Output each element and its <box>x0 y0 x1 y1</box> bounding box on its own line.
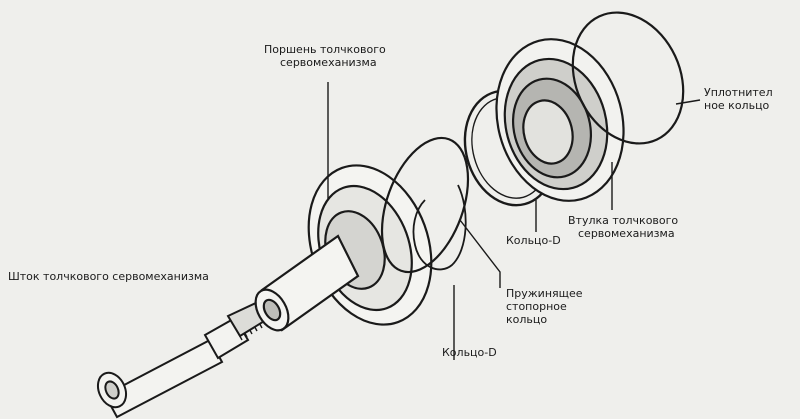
label-piston-line-1: Поршень толчкового <box>264 43 386 56</box>
label-d-ring-upper-line-1: Кольцо-D <box>506 234 561 247</box>
label-seal-ring-line-2: ное кольцо <box>704 99 770 112</box>
label-piston-line-2: сервомеханизма <box>280 56 377 69</box>
label-sleeve-line-2: сервомеханизма <box>578 227 675 240</box>
label-seal-ring: Уплотнител ное кольцо <box>704 86 773 112</box>
servo-sleeve <box>495 38 625 202</box>
label-rod-line-1: Шток толчкового сервомеханизма <box>8 270 209 283</box>
d-ring-lower-shape <box>380 136 470 274</box>
label-d-ring-upper: Кольцо-D <box>506 234 561 247</box>
label-snap-ring: Пружинящее стопорное кольцо <box>506 287 583 326</box>
label-snap-ring-line-1: Пружинящее <box>506 287 583 300</box>
leader-lines <box>327 82 701 360</box>
snap-ring-shape <box>412 184 467 271</box>
label-seal-ring-line-1: Уплотнител <box>704 86 773 99</box>
label-piston: Поршень толчкового сервомеханизма <box>264 43 386 69</box>
label-sleeve: Втулка толчкового сервомеханизма <box>568 214 678 240</box>
servo-piston <box>254 164 433 332</box>
label-d-ring-lower: Кольцо-D <box>442 346 497 359</box>
label-snap-ring-line-3: кольцо <box>506 313 548 326</box>
label-snap-ring-line-2: стопорное <box>506 300 567 313</box>
servo-rod <box>96 300 268 419</box>
label-sleeve-line-1: Втулка толчкового <box>568 214 679 227</box>
label-rod: Шток толчкового сервомеханизма <box>8 270 209 283</box>
label-d-ring-lower-line-1: Кольцо-D <box>442 346 497 359</box>
seal-ring-shape <box>571 11 685 145</box>
